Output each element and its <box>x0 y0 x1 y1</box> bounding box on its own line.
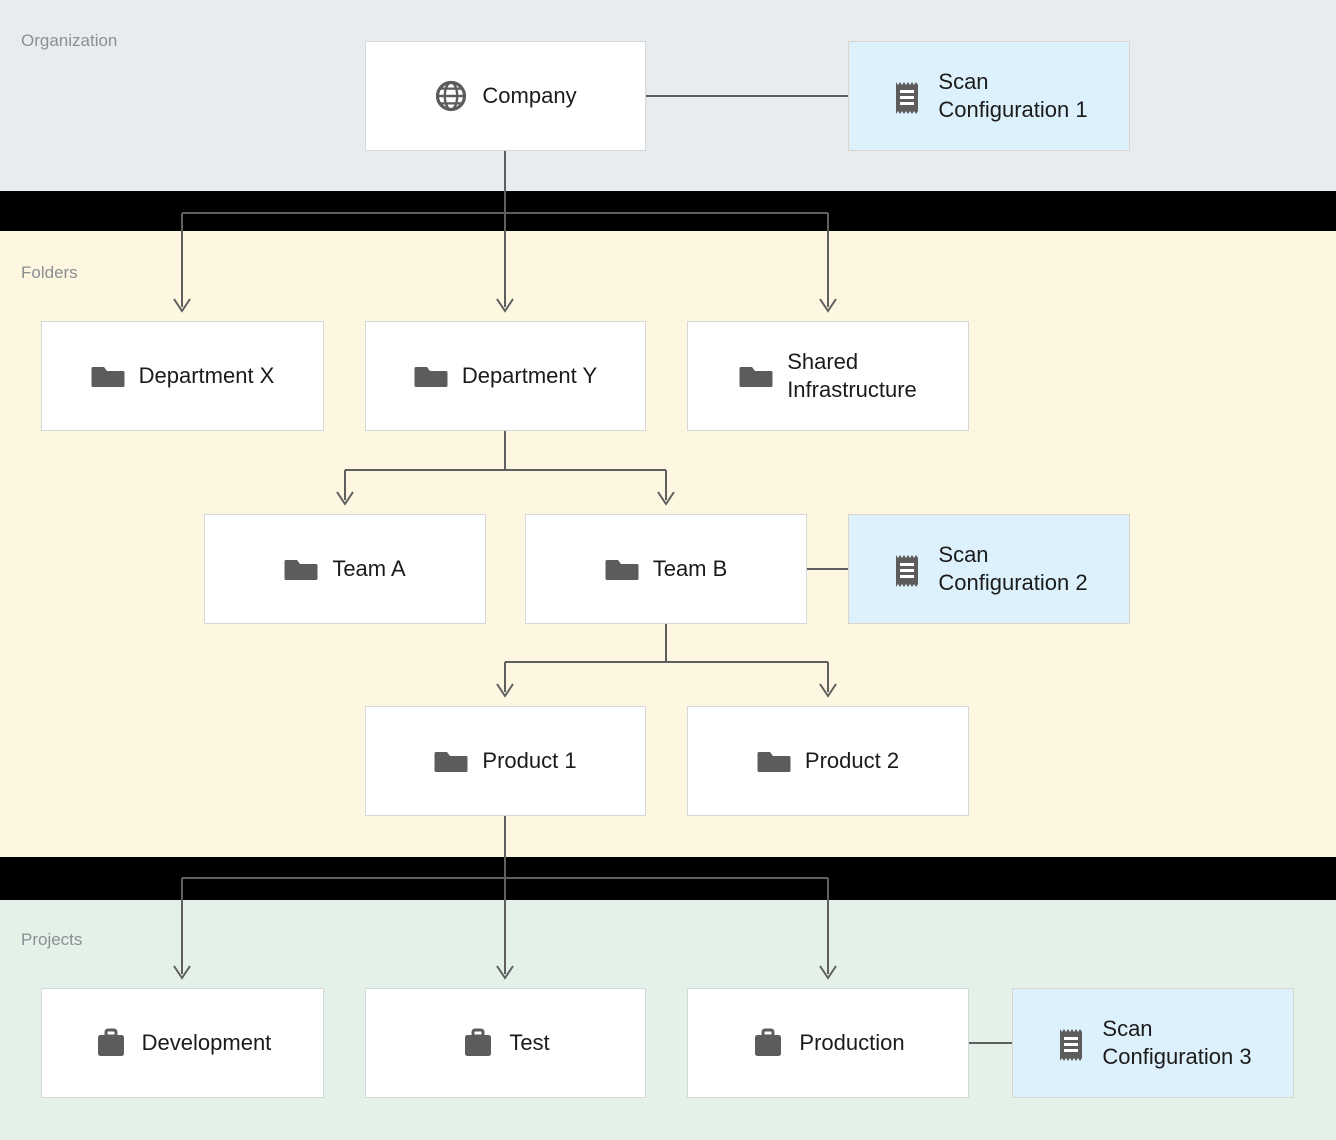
node-label: Department X <box>138 362 275 388</box>
band-label-organization: Organization <box>21 31 118 50</box>
receipt-icon <box>890 79 924 114</box>
receipt-icon <box>890 552 924 587</box>
node-label: Scan Configuration 2 <box>938 541 1088 595</box>
node-scan-configuration-2[interactable]: Scan Configuration 2 <box>848 514 1130 624</box>
node-scan-configuration-1[interactable]: Scan Configuration 1 <box>848 41 1130 151</box>
folder-icon <box>91 359 125 393</box>
band-organization <box>0 0 1336 191</box>
node-label: Department Y <box>461 362 598 388</box>
node-scan-configuration-3[interactable]: Scan Configuration 3 <box>1012 988 1294 1098</box>
node-shared-infrastructure[interactable]: Shared Infrastructure <box>687 321 969 431</box>
node-development[interactable]: Development <box>41 988 324 1098</box>
folder-icon <box>414 359 448 393</box>
node-label: Shared Infrastructure <box>787 348 917 402</box>
node-label: Test <box>509 1029 550 1055</box>
receipt-icon <box>1054 1026 1088 1061</box>
node-company[interactable]: Company <box>365 41 646 151</box>
folder-icon <box>739 359 773 393</box>
band-label-projects: Projects <box>21 930 83 949</box>
node-product-2[interactable]: Product 2 <box>687 706 969 816</box>
briefcase-icon <box>94 1026 128 1060</box>
node-label: Development <box>141 1029 272 1055</box>
node-label: Scan Configuration 1 <box>938 68 1088 122</box>
node-department-x[interactable]: Department X <box>41 321 324 431</box>
band-separator-bottom <box>0 857 1336 900</box>
folder-icon <box>284 552 318 586</box>
node-test[interactable]: Test <box>365 988 646 1098</box>
node-production[interactable]: Production <box>687 988 969 1098</box>
folder-icon <box>605 552 639 586</box>
globe-icon <box>434 79 468 113</box>
node-team-a[interactable]: Team A <box>204 514 486 624</box>
node-department-y[interactable]: Department Y <box>365 321 646 431</box>
node-label: Company <box>482 82 577 108</box>
node-label: Scan Configuration 3 <box>1102 1015 1252 1069</box>
node-product-1[interactable]: Product 1 <box>365 706 646 816</box>
band-label-folders: Folders <box>21 263 78 282</box>
briefcase-icon <box>751 1026 785 1060</box>
node-team-b[interactable]: Team B <box>525 514 807 624</box>
folder-icon <box>434 744 468 778</box>
node-label: Product 2 <box>804 747 900 773</box>
band-separator-top <box>0 191 1336 231</box>
node-label: Team B <box>652 555 728 581</box>
node-label: Team A <box>332 555 406 581</box>
folder-icon <box>757 744 791 778</box>
node-label: Production <box>799 1029 905 1055</box>
briefcase-icon <box>461 1026 495 1060</box>
node-label: Product 1 <box>482 747 577 773</box>
